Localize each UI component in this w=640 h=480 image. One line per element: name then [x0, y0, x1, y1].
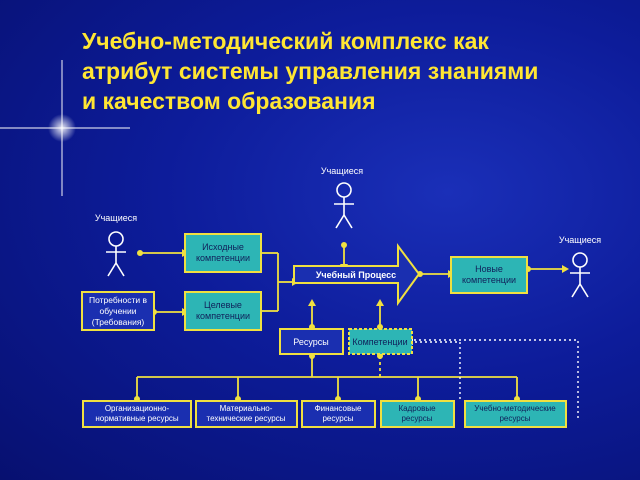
fin-line-2: ресурсы	[322, 414, 353, 423]
label-student-top: Учащиеся	[321, 166, 363, 176]
org-line-2: нормативные ресурсы	[95, 414, 179, 423]
needs-line-1: Потребности в	[89, 295, 147, 305]
fin-line-1: Финансовые	[315, 404, 362, 413]
needs-line-2: обучении	[99, 306, 136, 316]
slide-title: Учебно-методический комплекс как атрибут…	[82, 26, 632, 116]
resources-label: Ресурсы	[293, 337, 329, 347]
label-student-right: Учащиеся	[559, 235, 601, 245]
box-org-resources	[82, 400, 192, 428]
target-line-1: Целевые	[204, 300, 242, 310]
new-line-1: Новые	[475, 264, 503, 274]
initial-line-1: Исходные	[202, 242, 244, 252]
target-line-2: компетенции	[196, 311, 250, 321]
student-figure-left	[106, 231, 126, 277]
competences-label: Компетенции	[352, 337, 407, 347]
needs-line-3: (Требования)	[92, 317, 145, 327]
title-line-2: атрибут системы управления знаниями	[82, 58, 539, 84]
mat-line-2: технические ресурсы	[207, 414, 286, 423]
edu-line-1: Учебно-методические	[474, 404, 556, 413]
process-label: Учебный Процесс	[316, 270, 396, 280]
box-edu-method-resources	[464, 400, 567, 428]
box-new-competences	[450, 256, 528, 294]
box-staff-resources	[380, 400, 455, 428]
box-competences	[348, 328, 413, 355]
org-line-1: Организационно-	[105, 404, 170, 413]
title-line-3: и качеством образования	[82, 88, 376, 114]
box-finance-resources	[301, 400, 376, 428]
mat-line-1: Материально-	[220, 404, 273, 413]
label-student-left: Учащиеся	[95, 213, 137, 223]
box-learning-needs	[81, 291, 155, 331]
process-arrow	[293, 243, 421, 307]
staff-line-1: Кадровые	[398, 404, 436, 413]
feedback-path-staff	[414, 341, 461, 399]
new-line-2: компетенции	[462, 275, 516, 285]
box-initial-competences	[184, 233, 262, 273]
student-figure-top	[334, 182, 354, 229]
initial-line-2: компетенции	[196, 253, 250, 263]
star-flare-decoration	[0, 60, 130, 196]
student-figure-right	[570, 252, 590, 298]
staff-line-2: ресурсы	[401, 414, 432, 423]
edu-line-2: ресурсы	[499, 414, 530, 423]
box-target-competences	[184, 291, 262, 331]
box-material-resources	[195, 400, 298, 428]
box-resources	[279, 328, 344, 355]
feedback-path-right-student	[414, 339, 579, 418]
title-line-1: Учебно-методический комплекс как	[82, 28, 489, 54]
